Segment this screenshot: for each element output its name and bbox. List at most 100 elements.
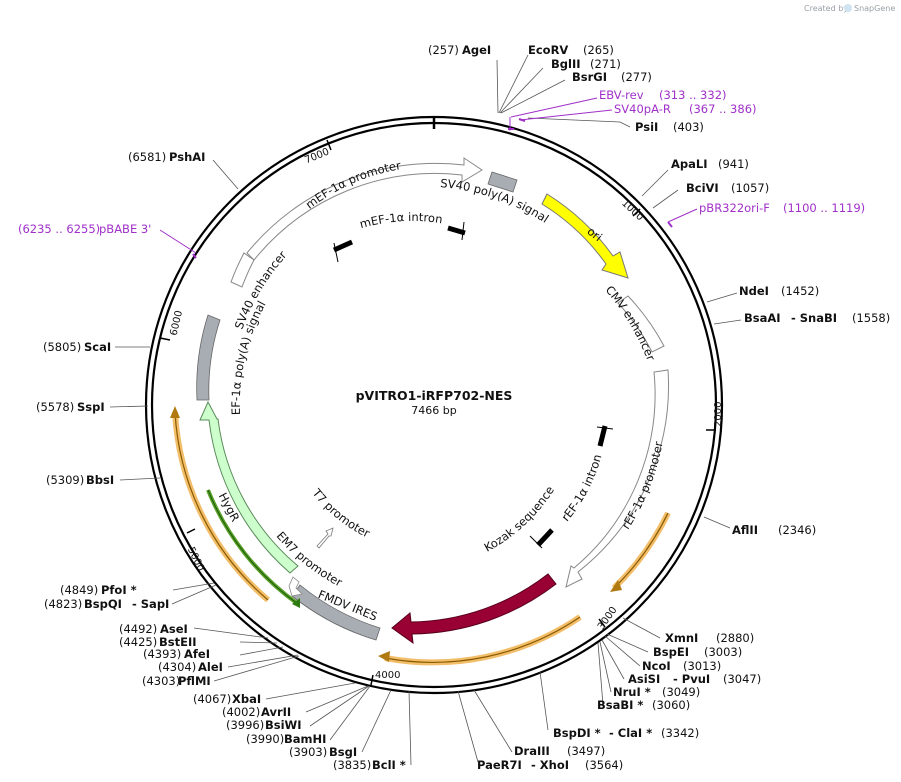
credit-brand: SnapGene xyxy=(854,4,895,13)
site-leaders xyxy=(109,54,742,766)
site-name-clai[interactable]: - ClaI * xyxy=(609,726,652,740)
leader-xmni xyxy=(622,617,661,639)
site-name-ecorv[interactable]: EcoRV xyxy=(528,43,568,57)
site-name-bsrgi[interactable]: BsrGI xyxy=(572,70,607,84)
site-name-bglii[interactable]: BglII xyxy=(551,57,581,71)
site-pos-bglii: (271) xyxy=(590,57,621,71)
site-name-bamhi[interactable]: BamHI xyxy=(284,732,326,746)
site-name-psii[interactable]: PsiI xyxy=(635,120,658,134)
site-name-sapi[interactable]: - SapI xyxy=(132,597,169,611)
leader-avrii xyxy=(305,685,369,713)
site-name-xhoi[interactable]: - XhoI xyxy=(531,758,569,772)
site-pos-sspi: (5578) xyxy=(36,400,74,414)
leader-bsabi xyxy=(597,642,604,706)
site-name-paer7i[interactable]: PaeR7I xyxy=(477,758,522,772)
ef1a-polya-box xyxy=(196,314,221,401)
leader-aflii xyxy=(703,516,731,529)
site-name-bsaai[interactable]: BsaAI xyxy=(744,311,781,325)
hygr-arrow xyxy=(199,400,299,574)
leader-bamhi xyxy=(329,685,371,741)
site-pos-bsrgi: (277) xyxy=(621,70,652,84)
site-name-asei[interactable]: AseI xyxy=(160,622,188,636)
site-name-sspi[interactable]: SspI xyxy=(77,400,105,414)
cmv-enhancer-box xyxy=(617,295,665,353)
site-name-pfoi[interactable]: PfoI * xyxy=(101,583,137,597)
leader-pflmi xyxy=(213,655,300,682)
primer-leader-pbabe-3 xyxy=(159,229,197,254)
tick-label-1000: 1000 xyxy=(619,198,645,223)
site-name-agei[interactable]: AgeI xyxy=(462,43,491,57)
leader-bspdi xyxy=(539,671,549,731)
site-name-bbsi[interactable]: BbsI xyxy=(86,473,114,487)
primer-bar-pbr322ori-f xyxy=(667,221,673,228)
site-name-aflii[interactable]: AflII xyxy=(732,523,758,537)
orf-arc-left xyxy=(174,411,269,601)
ref-intron-bar-top xyxy=(597,425,608,447)
site-pos-avrii: (4002) xyxy=(222,705,260,719)
plasmid-title: pVITRO1-iRFP702-NES 7466 bp xyxy=(356,388,513,417)
site-name-draiii[interactable]: DraIII xyxy=(514,744,550,758)
leader-ndei xyxy=(706,292,738,303)
plasmid-length: 7466 bp xyxy=(411,404,456,417)
site-name-bsgi[interactable]: BsgI xyxy=(329,745,357,759)
ori-arrow xyxy=(541,193,629,279)
orf-arrowhead-left xyxy=(170,406,180,418)
site-name-pflmi[interactable]: PflMI xyxy=(178,674,211,688)
orf-arrowhead-right xyxy=(610,580,622,592)
site-name-pvui[interactable]: - PvuI xyxy=(673,672,710,686)
fmdv-ires-box xyxy=(291,584,381,641)
t7-promoter-arrow xyxy=(316,527,334,549)
site-labels: (257) AgeI EcoRV (265) BglII (271) BsrGI… xyxy=(36,43,890,772)
site-name-nrui[interactable]: NruI * xyxy=(613,685,651,699)
site-pos-scai: (5805) xyxy=(43,340,81,354)
primer-range-pbabe-3: (6235 .. 6255) xyxy=(18,222,100,236)
tick-label-4000: 4000 xyxy=(375,670,400,681)
primer-leader-sv40pa-r xyxy=(519,109,613,121)
site-pos-ndei: (1452) xyxy=(781,284,819,298)
leader-afei xyxy=(239,646,284,656)
mef-intron-cap-left xyxy=(333,242,339,263)
site-name-bspqi[interactable]: BspQI xyxy=(84,597,122,611)
site-name-apali[interactable]: ApaLI xyxy=(671,157,708,171)
primer-range-sv40pa-r: (367 .. 386) xyxy=(689,102,757,116)
site-pos-pshai: (6581) xyxy=(128,150,166,164)
tick-mark-5000 xyxy=(186,528,196,534)
tick-label-7000: 7000 xyxy=(303,147,331,167)
site-pos-nrui: (3049) xyxy=(662,685,700,699)
irfp702-arrow xyxy=(391,573,557,645)
site-name-pshai[interactable]: PshAI xyxy=(169,150,205,164)
site-name-xmni[interactable]: XmnI xyxy=(665,631,698,645)
site-pos-bspdi: (3342) xyxy=(661,726,699,740)
site-name-bsiwi[interactable]: BsiWI xyxy=(265,718,302,732)
primer-bar-pbabe-3 xyxy=(192,253,197,259)
site-name-alei[interactable]: AleI xyxy=(198,660,223,674)
leader-pshai xyxy=(212,159,239,190)
leader-draiii xyxy=(473,689,513,753)
label-ref-promoter: rEF-1α promoter xyxy=(619,440,666,532)
site-name-bspei[interactable]: BspEI xyxy=(653,645,689,659)
site-name-bsteii[interactable]: BstEII xyxy=(159,635,197,649)
tick-mark-7000 xyxy=(326,139,332,151)
site-name-afei[interactable]: AfeI xyxy=(184,647,210,661)
leader-bglii xyxy=(499,67,544,114)
leader-bspqi xyxy=(171,584,217,605)
site-name-scai[interactable]: ScaI xyxy=(84,340,111,354)
site-name-bspdi[interactable]: BspDI * xyxy=(553,726,601,740)
site-name-asisi[interactable]: AsiSI xyxy=(628,672,660,686)
site-name-ncoi[interactable]: NcoI xyxy=(642,659,671,673)
site-name-bcli[interactable]: BclI * xyxy=(372,758,406,772)
site-name-snabi[interactable]: - SnaBI xyxy=(791,311,837,325)
site-name-xbai[interactable]: XbaI xyxy=(232,692,261,706)
site-pos-pflmi: (4303) xyxy=(142,674,180,688)
site-name-ndei[interactable]: NdeI xyxy=(739,284,769,298)
site-pos-agei: (257) xyxy=(428,43,459,57)
tick-label-5000: 5000 xyxy=(185,546,206,574)
leader-agei xyxy=(496,59,499,114)
mef-intron-cap-right xyxy=(461,221,465,241)
site-name-bcivi[interactable]: BciVI xyxy=(686,181,719,195)
site-name-bsabi[interactable]: BsaBI * xyxy=(597,698,643,712)
site-name-avrii[interactable]: AvrII xyxy=(261,705,291,719)
leader-bsrgi xyxy=(500,79,566,114)
leader-bsgi xyxy=(361,689,392,753)
leader-pfoi xyxy=(172,582,215,591)
